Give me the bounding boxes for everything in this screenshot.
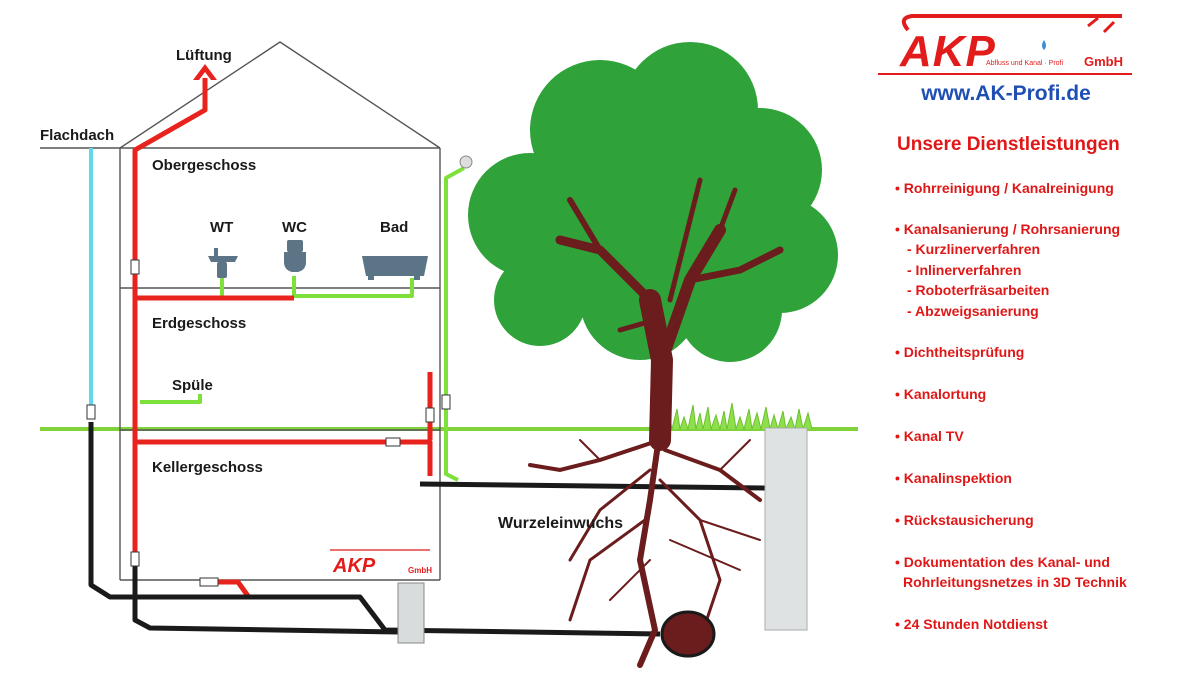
- logo-gmbh: GmbH: [1084, 54, 1123, 69]
- vent-arrow-icon: [193, 64, 217, 80]
- services-panel: Unsere Dienstleistungen • Rohrreinigung …: [895, 134, 1195, 634]
- service-item: • Kanal TV: [895, 428, 964, 444]
- label-flachdach: Flachdach: [40, 127, 114, 144]
- label-wc: WC: [282, 219, 307, 236]
- shaft-wall: [764, 427, 808, 631]
- waste-pipes: [132, 78, 433, 598]
- service-subitem: - Inlinerverfahren: [907, 261, 1022, 278]
- service-item: • Kanalortung: [895, 386, 987, 402]
- label-obergeschoss: Obergeschoss: [152, 157, 256, 174]
- root-blockage: [660, 610, 716, 658]
- label-lueftung: Lüftung: [176, 47, 232, 64]
- service-item: • Rückstausicherung: [895, 512, 1034, 528]
- label-wt: WT: [210, 219, 233, 236]
- label-spuele: Spüle: [172, 377, 213, 394]
- grey-water-pipes: [140, 166, 465, 482]
- inspection-shaft: [397, 582, 425, 644]
- gutter-icon: [459, 155, 473, 169]
- logo-stamp: AKP GmbH: [330, 549, 432, 577]
- service-item: • Dokumentation des Kanal- und Rohrleitu…: [895, 552, 1195, 592]
- services-title: Unsere Dienstleistungen: [897, 134, 1120, 155]
- service-item: • Dichtheitsprüfung: [895, 344, 1025, 360]
- toilet-icon: [284, 240, 306, 272]
- label-bad: Bad: [380, 219, 408, 236]
- washbasin-icon: [208, 248, 238, 278]
- website-url[interactable]: www.AK-Profi.de: [921, 82, 1091, 105]
- svg-text:GmbH: GmbH: [408, 566, 432, 575]
- bathtub-icon: [362, 256, 428, 280]
- service-item: • 24 Stunden Notdienst: [895, 616, 1048, 632]
- service-item: • Rohrreinigung / Kanalreinigung: [895, 180, 1114, 196]
- company-logo: AKP Abfluss und Kanal · Profi GmbH www.A…: [878, 12, 1138, 122]
- label-wurzeleinwuchs: Wurzeleinwuchs: [498, 515, 623, 532]
- service-subitem: - Kurzlinerverfahren: [907, 241, 1041, 257]
- house-drainage-diagram: AKP GmbH: [40, 41, 858, 668]
- label-kellergeschoss: Kellergeschoss: [152, 459, 263, 476]
- sewer-pipes: [88, 422, 766, 637]
- service-item: • Kanalinspektion: [895, 470, 1012, 486]
- logo-pipe-graphic: [878, 14, 1132, 75]
- pipe-couplings: [86, 259, 451, 639]
- tree-trunk: [555, 177, 784, 451]
- water-drop-icon: [1042, 40, 1046, 50]
- service-subitem: Rohrleitungsnetzes in 3D Technik: [903, 574, 1127, 590]
- logo-subtitle: Abfluss und Kanal · Profi: [986, 60, 1064, 67]
- tree: [468, 42, 838, 668]
- svg-text:AKP: AKP: [332, 555, 376, 577]
- service-subitem: - Roboterfräsarbeiten: [907, 282, 1050, 298]
- service-subitem: - Abzweigsanierung: [907, 302, 1039, 319]
- logo-name: AKP: [900, 27, 996, 76]
- tree-roots: [528, 427, 762, 668]
- label-erdgeschoss: Erdgeschoss: [152, 315, 246, 332]
- house-outline: [40, 41, 441, 581]
- service-item: • Kanalsanierung / Rohrsanierung - Kurzl…: [895, 219, 1195, 321]
